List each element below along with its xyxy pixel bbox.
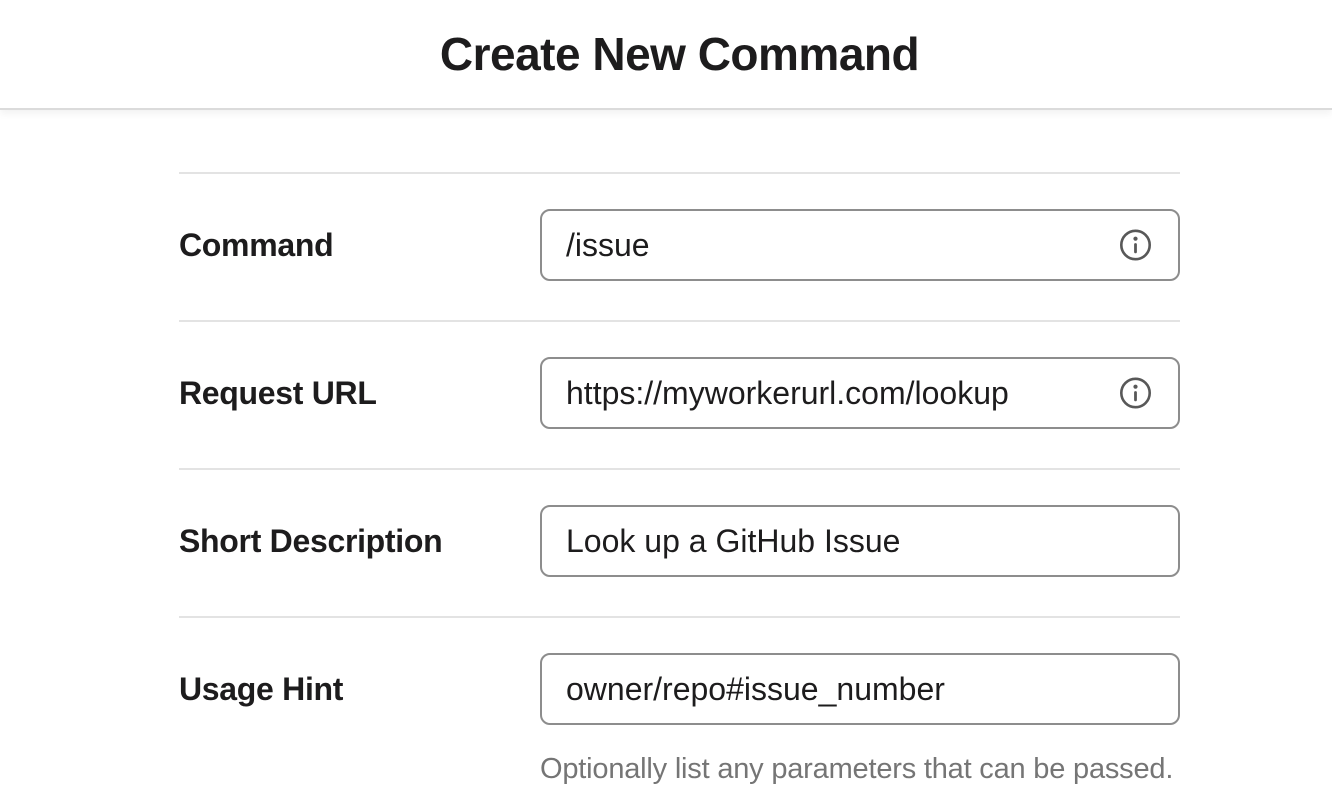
usage-hint-input-wrap xyxy=(540,653,1180,725)
label-col: Usage Hint xyxy=(179,653,540,725)
short-description-input-wrap xyxy=(540,505,1180,577)
create-command-form: Command Request URL xyxy=(179,110,1180,806)
header-inner: Create New Command xyxy=(179,27,1180,81)
input-col: Optionally list any parameters that can … xyxy=(540,653,1180,786)
label-col: Command xyxy=(179,209,540,281)
short-description-label: Short Description xyxy=(179,522,443,559)
form-row-request-url: Request URL xyxy=(179,320,1180,468)
command-label: Command xyxy=(179,226,334,263)
input-col xyxy=(540,505,1180,577)
label-col: Request URL xyxy=(179,357,540,429)
usage-hint-helper-text: Optionally list any parameters that can … xyxy=(540,753,1174,785)
short-description-input[interactable] xyxy=(540,505,1180,577)
usage-hint-input[interactable] xyxy=(540,653,1180,725)
page-title: Create New Command xyxy=(439,28,920,80)
label-col: Short Description xyxy=(179,505,540,577)
input-col xyxy=(540,357,1180,429)
request-url-label: Request URL xyxy=(179,374,377,411)
usage-hint-label: Usage Hint xyxy=(179,670,344,707)
command-input[interactable] xyxy=(540,209,1180,281)
form-row-command: Command xyxy=(179,172,1180,320)
form-row-short-description: Short Description xyxy=(179,468,1180,616)
info-circle-icon[interactable] xyxy=(1119,229,1152,262)
info-circle-icon[interactable] xyxy=(1119,377,1152,410)
input-col xyxy=(540,209,1180,281)
command-input-wrap xyxy=(540,209,1180,281)
form-row-usage-hint: Usage Hint Optionally list any parameter… xyxy=(179,616,1180,806)
page-header: Create New Command xyxy=(0,0,1332,110)
request-url-input[interactable] xyxy=(540,357,1180,429)
request-url-input-wrap xyxy=(540,357,1180,429)
